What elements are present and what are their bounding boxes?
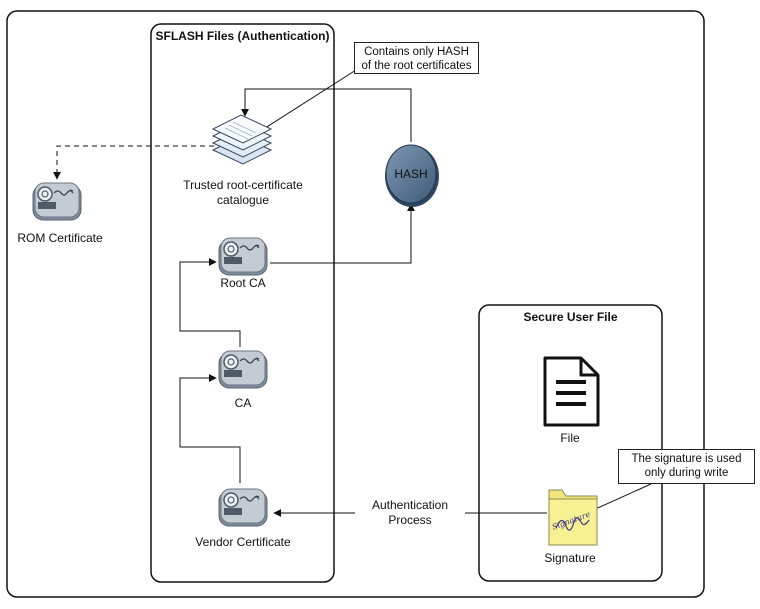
file-document-icon (543, 356, 600, 427)
edge-catalogue-to-rom (53, 145, 214, 180)
vendor-certificate-icon (218, 488, 268, 527)
sflash-group-title: SFLASH Files (Authentication) (155, 29, 330, 43)
edge-rootca-to-hash (270, 203, 415, 264)
vendor-certificate-label: Vendor Certificate (195, 535, 291, 549)
rom-certificate-icon (32, 182, 82, 221)
sflash-group-box (150, 23, 335, 583)
signature-label: Signature (544, 551, 596, 565)
root-ca-label: Root CA (220, 276, 266, 290)
root-ca-icon (218, 237, 268, 276)
signature-note-callout: The signature is used only during write (618, 449, 755, 484)
edge-hash-to-catalogue (241, 88, 412, 142)
hash-label: HASH (394, 167, 427, 181)
signature-note-pointer (590, 483, 652, 512)
hash-node (385, 144, 439, 207)
outer-frame (6, 10, 705, 598)
file-label: File (560, 431, 580, 445)
authentication-process-label: Authentication Process (355, 498, 465, 528)
hash-note-pointer (261, 69, 357, 131)
catalogue-stack-icon (211, 114, 273, 165)
secure-user-file-title: Secure User File (523, 310, 618, 324)
ca-label: CA (234, 396, 252, 410)
rom-certificate-label: ROM Certificate (17, 231, 103, 245)
signature-folder-icon (548, 489, 598, 546)
catalogue-label: Trusted root-certificate catalogue (183, 178, 303, 207)
ca-icon (218, 350, 268, 389)
secure-user-file-group-box (478, 304, 663, 582)
edge-ca-to-rootca (179, 258, 241, 347)
edge-vendor-to-ca (179, 374, 241, 483)
hash-note-callout: Contains only HASH of the root certifica… (354, 42, 479, 74)
